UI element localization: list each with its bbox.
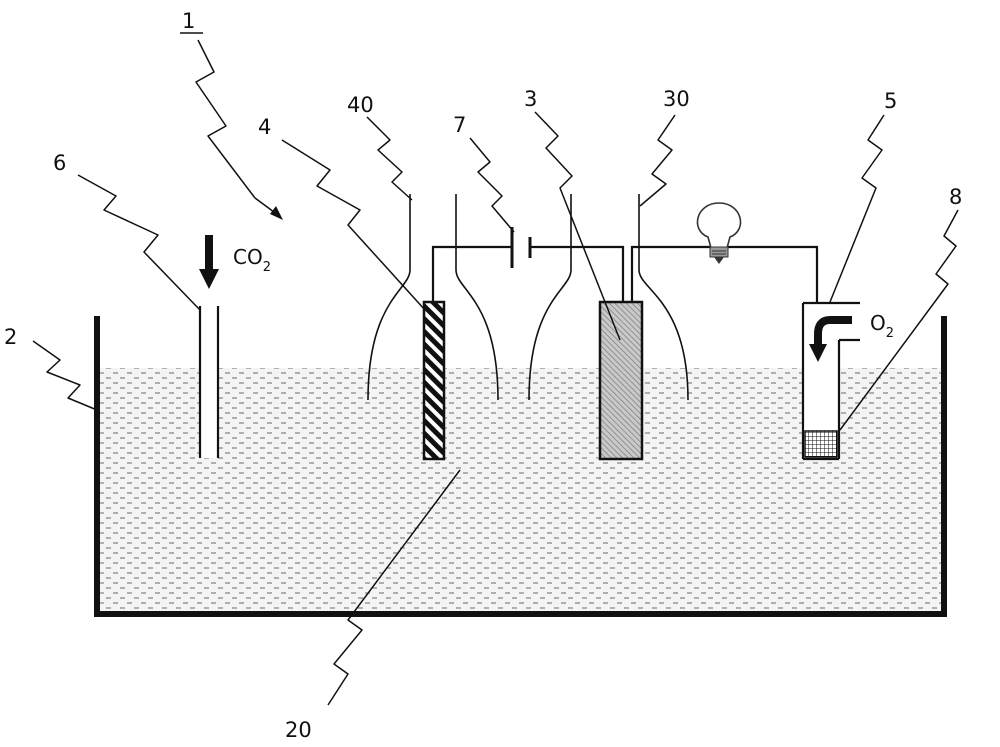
label-2: 2	[4, 325, 17, 349]
label-20: 20	[285, 718, 312, 742]
leader-line-3	[534, 111, 621, 341]
anode-electrode	[422, 300, 446, 461]
battery-icon	[510, 227, 532, 268]
light-bulb-icon	[696, 202, 742, 264]
o2-label: O2	[870, 311, 894, 341]
leader-line-8	[839, 209, 959, 431]
label-7: 7	[453, 113, 466, 137]
leader-line-5	[829, 114, 885, 303]
leader-line-1	[195, 39, 256, 199]
anode-wire	[431, 245, 512, 302]
filter-mesh	[804, 430, 838, 458]
cathode-electrode	[598, 300, 644, 461]
leader-arrowhead-1	[270, 206, 283, 220]
label-30: 30	[663, 87, 690, 111]
bent-arrow-icon	[809, 316, 852, 362]
leader-line-20	[327, 469, 461, 706]
leader-line-40	[366, 116, 413, 201]
label-8: 8	[949, 185, 962, 209]
tank	[94, 316, 947, 617]
co2-inlet-pipe	[198, 306, 220, 458]
leader-line-7	[469, 137, 515, 233]
label-3: 3	[524, 87, 537, 111]
cathode-chamber	[528, 194, 689, 401]
cathode-wire	[530, 245, 625, 302]
label-40: 40	[347, 93, 374, 117]
down-arrow-icon	[199, 235, 219, 289]
label-6: 6	[53, 151, 66, 175]
co2-label: CO2	[233, 245, 271, 275]
leader-line-6	[77, 174, 201, 311]
anode-chamber	[367, 194, 499, 401]
leader-line-2	[32, 340, 98, 411]
label-5: 5	[884, 89, 897, 113]
label-4: 4	[258, 115, 271, 139]
leader-line-4	[281, 139, 426, 311]
leader-line-30	[639, 114, 676, 207]
label-1: 1	[182, 9, 195, 33]
